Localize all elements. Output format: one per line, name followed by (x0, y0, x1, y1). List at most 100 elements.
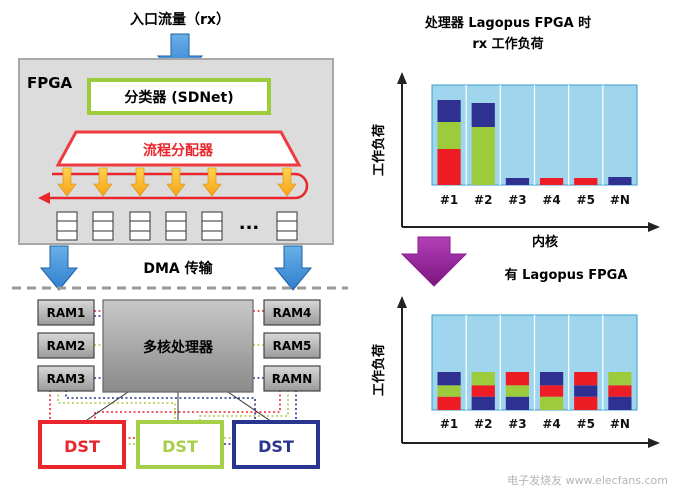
chart1-title-line1: 处理器 Lagopus FPGA 时 (424, 15, 591, 31)
chart2-plot-area: #1 #2 #3 #4 #5 #N (431, 314, 638, 431)
right-charts: 处理器 Lagopus FPGA 时 rx 工作负荷 工作负荷 内核 #1#2#… (371, 15, 668, 487)
fpga-label: FPGA (27, 74, 73, 92)
bar-segment (471, 385, 495, 397)
bar-segment (539, 372, 564, 386)
category-tick-label: #5 (577, 193, 595, 207)
bar-segment (471, 103, 495, 127)
category-tick-label: #3 (508, 193, 526, 207)
queue-icon (129, 211, 151, 241)
dst-label: DST (162, 437, 198, 456)
loop-arrowhead-icon (38, 192, 50, 204)
x-axis-arrow-icon (648, 222, 660, 232)
y-axis-arrow-icon (397, 296, 407, 308)
flow-distributor-label: 流程分配器 (143, 142, 214, 159)
bar-segment (608, 372, 632, 386)
ram-box (263, 365, 321, 392)
chart2-title: 有 Lagopus FPGA (505, 267, 628, 283)
bar-segment (437, 149, 461, 185)
bar-segment (471, 372, 495, 386)
queue-icon (276, 211, 298, 241)
watermark-text: 电子发烧友 www.elecfans.com (507, 473, 668, 487)
bar-segment (574, 372, 598, 386)
ram-label: RAM4 (273, 306, 312, 320)
queue-ellipsis: ... (239, 213, 260, 234)
bar-segment (437, 385, 461, 397)
dst-label: DST (64, 437, 100, 456)
bar-segment (437, 100, 461, 122)
bar-segment (505, 178, 530, 185)
x-axis-arrow-icon (648, 438, 660, 448)
bar-segment (574, 385, 598, 397)
ram-label: RAM1 (47, 306, 86, 320)
down-arrow-icon (130, 167, 150, 197)
ram-box (37, 299, 95, 326)
dst-box (136, 420, 224, 469)
dst-box (232, 420, 320, 469)
bar-segment (505, 372, 530, 386)
dma-left-arrow-icon (39, 245, 79, 291)
bar-segment (505, 385, 530, 397)
chart1-ylabel: 工作负荷 (371, 124, 387, 176)
chart1-xlabel: 内核 (532, 234, 558, 250)
down-arrow-icon (57, 167, 77, 197)
bar-segment (539, 396, 564, 410)
bar-segment (574, 396, 598, 410)
multicore-processor-box (102, 299, 254, 393)
classifier-label: 分类器 (SDNet) (124, 89, 233, 106)
bar-segment (608, 177, 632, 185)
bar-segment (437, 396, 461, 410)
bar-segment (539, 178, 564, 185)
ram-cpu-connectors (94, 310, 264, 379)
bar-segment (471, 127, 495, 185)
down-arrow-icon (93, 167, 113, 197)
down-arrow-icon (277, 167, 297, 197)
bar-segment (505, 396, 530, 410)
ram-box (263, 299, 321, 326)
bar-segment (608, 396, 632, 410)
down-arrow-icon (202, 167, 222, 197)
flow-distributor-box (55, 130, 302, 167)
cpu-dst-lines (83, 391, 273, 423)
ram-label: RAM2 (47, 339, 86, 353)
ram-label: RAMN (272, 372, 313, 386)
category-tick-label: #5 (577, 417, 595, 431)
left-diagram: 入口流量（rx） FPGA 分类器 (SDNet) 流程分配器 (12, 11, 348, 469)
category-tick-label: #2 (474, 417, 492, 431)
bar-segment (539, 385, 564, 397)
queue-icon (201, 211, 223, 241)
ram-label: RAM5 (273, 339, 312, 353)
input-traffic-label: 入口流量（rx） (130, 11, 230, 28)
category-tick-label: #N (610, 193, 630, 207)
bar-segment (437, 122, 461, 149)
ram-label: RAM3 (47, 372, 86, 386)
bar-segment (574, 178, 598, 185)
dst-box (38, 420, 126, 469)
category-tick-label: #4 (542, 193, 560, 207)
transition-arrow-icon (400, 236, 468, 287)
distribution-loop-line (48, 172, 309, 200)
dma-right-arrow-icon (273, 245, 313, 291)
bar-segment (608, 385, 632, 397)
category-tick-label: #2 (474, 193, 492, 207)
queue-icon (92, 211, 114, 241)
category-tick-label: #1 (440, 417, 458, 431)
multicore-processor-label: 多核处理器 (143, 339, 214, 356)
category-tick-label: #3 (508, 417, 526, 431)
bar-segment (471, 396, 495, 410)
chart1-axes (397, 72, 660, 232)
ram-box (37, 332, 95, 359)
down-arrow-icon (166, 167, 186, 197)
ram-box (37, 365, 95, 392)
bar-segment (437, 372, 461, 386)
dma-transfer-label: DMA 传输 (143, 260, 213, 277)
chart1-title-line2: rx 工作负荷 (472, 36, 543, 52)
category-tick-label: #N (610, 417, 630, 431)
queue-icon (56, 211, 78, 241)
classifier-box (87, 78, 271, 115)
dst-label: DST (258, 437, 294, 456)
queue-group (56, 211, 298, 241)
chart2-ylabel: 工作负荷 (371, 344, 387, 396)
category-tick-label: #4 (542, 417, 560, 431)
y-axis-arrow-icon (397, 72, 407, 84)
